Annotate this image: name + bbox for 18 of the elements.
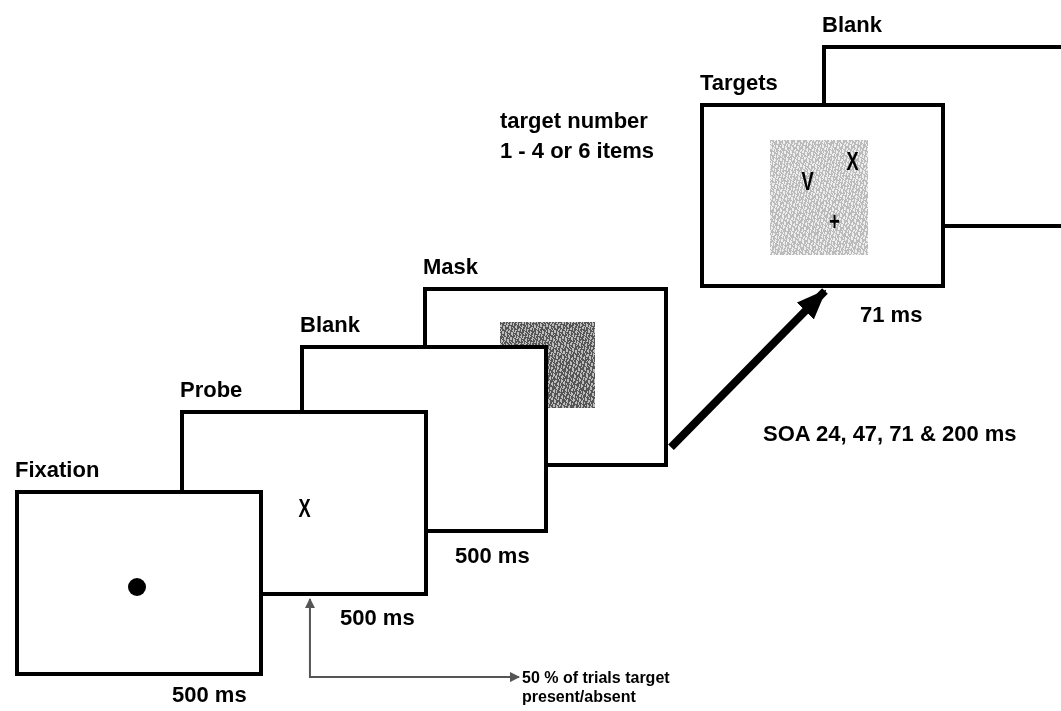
stimulus-letter: V — [801, 167, 814, 195]
arrow — [668, 288, 828, 450]
arrow — [304, 598, 520, 683]
stimulus-letter: X — [846, 147, 859, 175]
screen-title: Blank — [822, 11, 882, 39]
stimulus-letter: + — [829, 207, 840, 235]
duration-label: 500 ms — [340, 604, 415, 632]
duration-label: 500 ms — [455, 542, 530, 570]
screen-title: Probe — [180, 376, 243, 404]
stimulus-letter: X — [298, 494, 311, 522]
screen-title: Targets — [700, 69, 778, 97]
screen-title: Mask — [423, 253, 479, 281]
duration-label: 71 ms — [860, 301, 923, 329]
screen-note: target number 1 - 4 or 6 items — [500, 107, 656, 165]
screen-title: Blank — [300, 311, 360, 339]
screen-title: Fixation — [15, 456, 100, 484]
duration-label: 500 ms — [172, 681, 247, 709]
note-text: 50 % of trials target present/absent — [522, 668, 732, 706]
